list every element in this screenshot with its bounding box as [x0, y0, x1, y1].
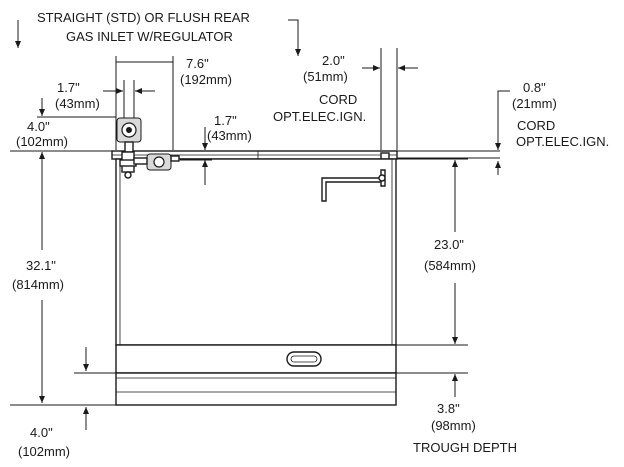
gas-inlet-callout: STRAIGHT (STD) OR FLUSH REAR GAS INLET W…	[15, 10, 301, 56]
dim-0-8-in: 0.8"	[523, 80, 546, 95]
fryer-body	[111, 150, 398, 406]
dim-2-0-mm: (51mm)	[303, 69, 348, 84]
dim-23-0: 23.0" (584mm)	[396, 158, 476, 346]
dim-1-7a-in: 1.7"	[57, 80, 80, 95]
regulator-stem	[124, 141, 134, 153]
gas-inlet-label-line2: GAS INLET W/REGULATOR	[66, 29, 233, 44]
dim-2-0-in: 2.0"	[322, 53, 345, 68]
dim-1-7b-mm: (43mm)	[207, 128, 252, 143]
rail-end-cap	[380, 152, 390, 160]
dim-1-7b-in: 1.7"	[214, 113, 237, 128]
cord-left-label: CORD	[319, 92, 357, 107]
dim-4-0-top-mm: (102mm)	[16, 134, 68, 149]
dim-3-8-in: 3.8"	[437, 401, 460, 416]
cord-bracket	[321, 169, 386, 202]
dim-0-8-mm: (21mm)	[512, 96, 557, 111]
dim-32-1: 32.1" (814mm)	[10, 152, 116, 406]
dim-23-0-in: 23.0"	[434, 237, 464, 252]
gas-inlet-leader-right	[288, 19, 301, 56]
dim-7-6-mm: (192mm)	[180, 72, 232, 87]
trough-depth-label: TROUGH DEPTH	[413, 440, 517, 455]
cord-left-sub: OPT.ELEC.IGN.	[273, 109, 366, 124]
dim-4-0-bottom: 4.0" (102mm)	[18, 347, 116, 459]
dim-4-0-top: 4.0" (102mm)	[10, 98, 116, 152]
dim-4-0-bottom-mm: (102mm)	[18, 444, 70, 459]
gas-inlet-label-line1: STRAIGHT (STD) OR FLUSH REAR	[37, 10, 250, 25]
dim-7-6: 7.6" (192mm)	[115, 56, 232, 150]
cord-right-label: CORD	[517, 118, 555, 133]
cabinet	[115, 158, 397, 346]
dim-4-0-bottom-in: 4.0"	[30, 425, 53, 440]
dim-4-0-top-in: 4.0"	[27, 119, 50, 134]
gas-regulator-assembly	[116, 117, 180, 179]
dim-32-1-in: 32.1"	[26, 258, 56, 273]
dim-32-1-mm: (814mm)	[12, 277, 64, 292]
dim-7-6-in: 7.6"	[186, 56, 209, 71]
dim-3-8-trough: 3.8" (98mm) TROUGH DEPTH	[396, 372, 517, 455]
dim-1-7a-mm: (43mm)	[55, 96, 100, 111]
dim-23-0-mm: (584mm)	[424, 258, 476, 273]
cord-right-sub: OPT.ELEC.IGN.	[516, 134, 609, 149]
dim-3-8-mm: (98mm)	[431, 418, 476, 433]
dim-1-7-mid: 1.7" (43mm)	[180, 113, 252, 185]
trough-front	[115, 344, 397, 374]
dim-0-8-cord: 0.8" (21mm) CORD OPT.ELEC.IGN.	[397, 80, 609, 175]
dim-2-0-cord: 2.0" (51mm) CORD OPT.ELEC.IGN.	[273, 48, 418, 150]
dim-1-7-left: 1.7" (43mm)	[55, 80, 155, 118]
trough-handle	[286, 351, 322, 367]
